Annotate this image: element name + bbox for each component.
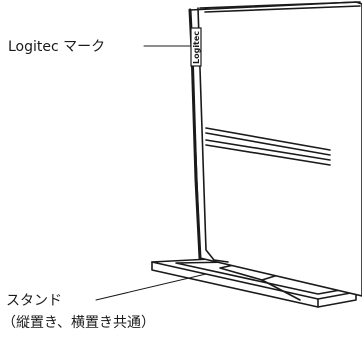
stand-note-label: （縦置き、横置き共通）: [2, 315, 156, 331]
stand-label: スタンド: [6, 293, 62, 309]
logitec-mark-text: Logitec: [192, 31, 201, 64]
logitec-mark: Logitec: [190, 27, 202, 67]
logo-mark-label: Logitec マーク: [8, 39, 106, 55]
stand-leader-line: [95, 273, 207, 301]
device-body: [188, 1, 362, 297]
